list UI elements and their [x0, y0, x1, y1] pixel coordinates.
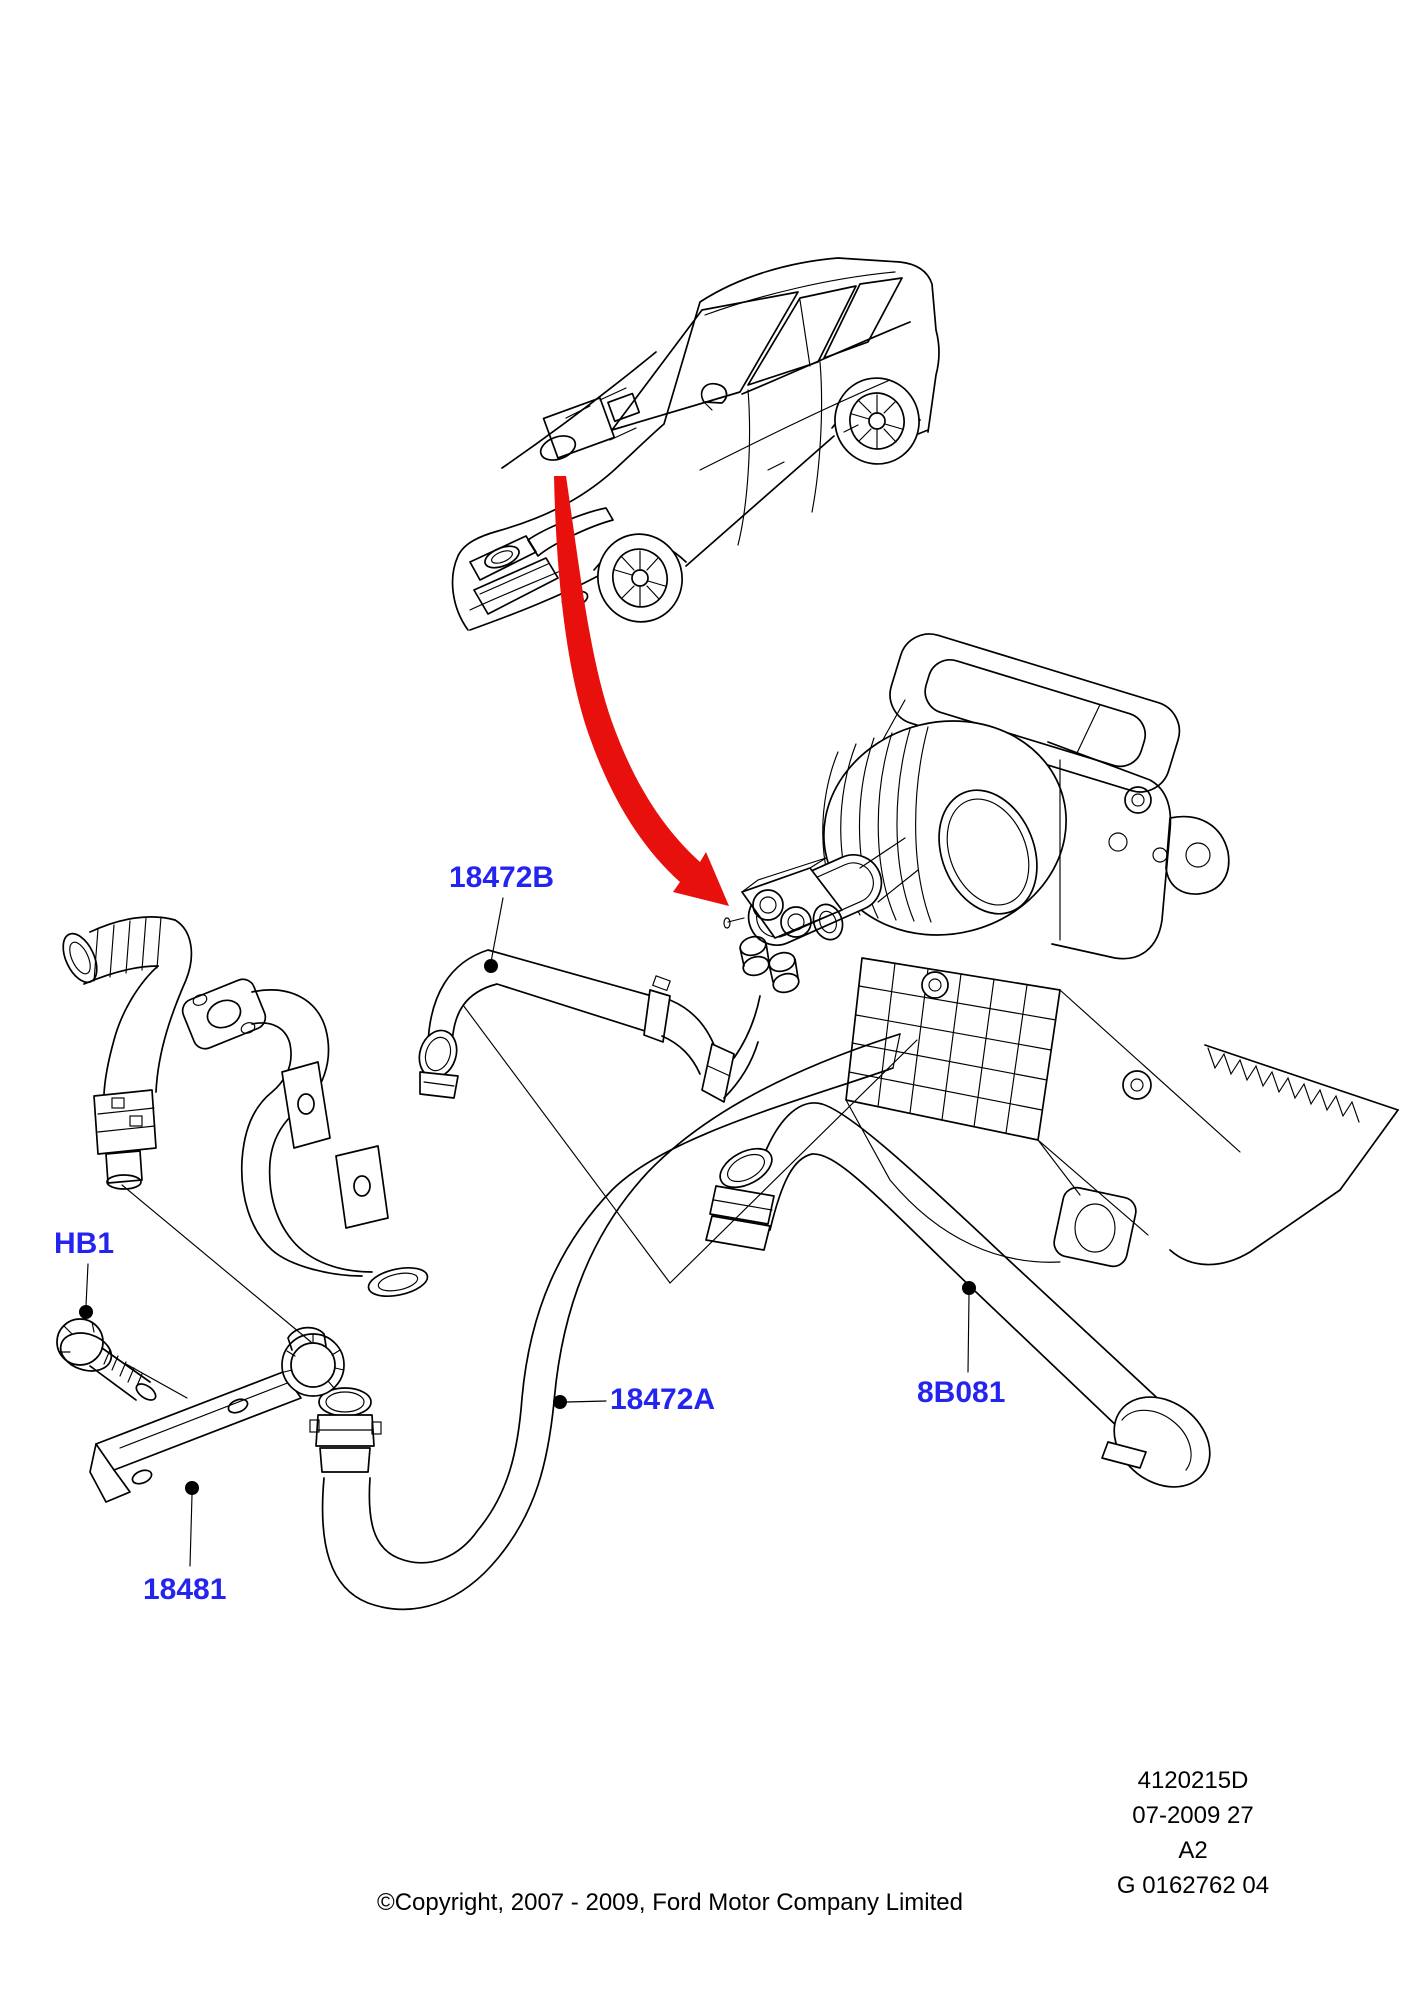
flanged-pipe-illustration: [181, 978, 429, 1298]
leader-lines: [79, 897, 976, 1567]
pipe-bracket: [335, 1145, 389, 1229]
leader-dot: [185, 1481, 199, 1495]
doc-drawing-number: G 0162762 04: [1116, 1872, 1270, 1899]
filter-grid: [845, 957, 1061, 1141]
leader-dot: [484, 959, 498, 973]
part-label-HB1[interactable]: HB1: [54, 1227, 115, 1260]
headlight: [527, 507, 614, 557]
part-label-18481[interactable]: 18481: [143, 1573, 227, 1606]
hose-clamp: [643, 989, 671, 1043]
hose-8b081-illustration: [705, 1102, 1211, 1488]
mirror: [700, 382, 728, 404]
hose-connector: [719, 1147, 773, 1189]
doc-number: 4120215D: [1137, 1767, 1249, 1794]
leader-dot: [553, 1395, 567, 1409]
grille: [469, 535, 537, 581]
lower-intake: [473, 557, 559, 615]
leader-dot: [79, 1305, 93, 1319]
part-label-18472A[interactable]: 18472A: [610, 1383, 716, 1416]
location-arrow-icon: [554, 476, 729, 906]
hose-clamp: [701, 1043, 735, 1103]
pipe-bracket: [281, 1061, 331, 1149]
front-wheel: [597, 533, 683, 623]
bracket-18481-illustration: [89, 1326, 345, 1503]
part-label-18472B[interactable]: 18472B: [449, 861, 555, 894]
rear-wheel: [834, 377, 920, 465]
hose-18472a-illustration: [309, 1033, 901, 1611]
hose-18472b-illustration: [418, 949, 761, 1103]
car-illustration: [451, 257, 940, 631]
ford-oval-badge: [484, 545, 520, 569]
copyright-notice: ©Copyright, 2007 - 2009, Ford Motor Comp…: [377, 1889, 963, 1916]
leader-dot: [962, 1281, 976, 1295]
part-label-8B081[interactable]: 8B081: [917, 1376, 1006, 1409]
hose-clamp: [93, 1089, 157, 1155]
blower-opening: [938, 789, 1038, 915]
heater-pipes-manifold: [723, 837, 919, 994]
doc-revision: A2: [1178, 1837, 1208, 1864]
doc-info-block: 4120215D 07-2009 27 A2 G 0162762 04: [1040, 1763, 1346, 1903]
doc-date: 07-2009 27: [1132, 1802, 1254, 1829]
bolt-hb1-illustration: [56, 1318, 157, 1401]
elbow-hose-illustration: [62, 916, 193, 1190]
heater-unit-illustration: [723, 633, 1399, 1268]
